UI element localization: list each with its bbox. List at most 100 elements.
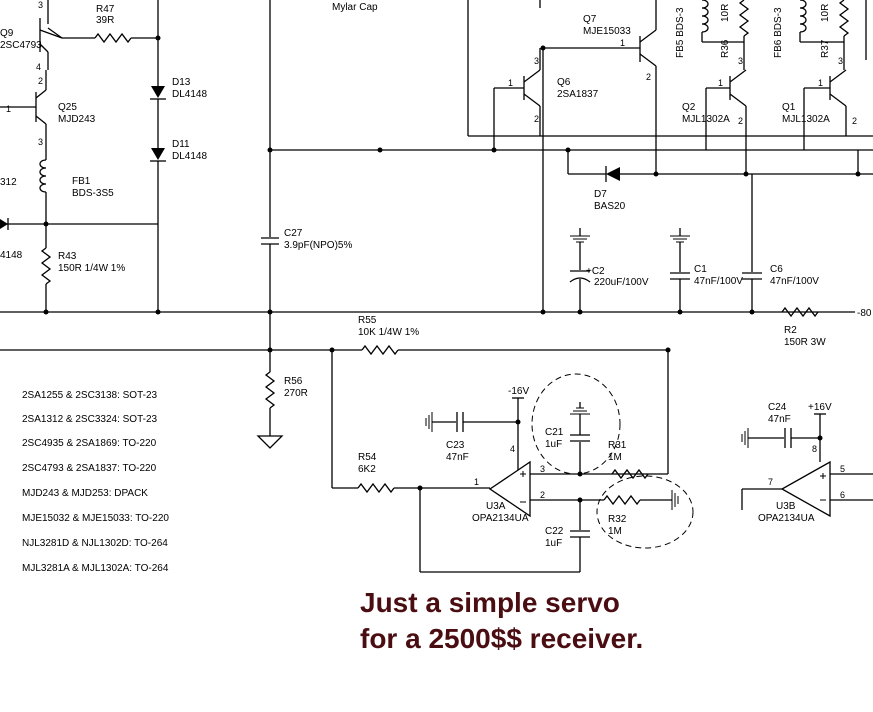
- diode-partial-left: [0, 219, 8, 229]
- inductor-fb5: [701, 0, 709, 33]
- package-note: 2SC4793 & 2SA1837: TO-220: [22, 463, 157, 474]
- d11-value: DL4148: [172, 151, 207, 162]
- fb1-ref: FB1: [72, 176, 91, 187]
- neg16v-label: -16V: [508, 386, 529, 397]
- c21-value: 1uF: [545, 439, 562, 450]
- q1-pin1: 1: [818, 78, 823, 88]
- ground-symbol-c24: [741, 428, 749, 448]
- r31-ref: R31: [608, 440, 627, 451]
- ground-symbol-c21: [570, 407, 590, 415]
- diode-d13: [150, 86, 166, 100]
- ground-symbol-r32: [671, 490, 679, 510]
- transistor-q9: [39, 0, 63, 70]
- q9-pin4: 4: [36, 62, 41, 72]
- capacitor-c2: [569, 270, 591, 283]
- r56-ref: R56: [284, 376, 303, 387]
- q2-pin3: 3: [738, 56, 743, 66]
- package-note: MJL3281A & MJL1302A: TO-264: [22, 563, 169, 574]
- capacitor-c6: [742, 272, 762, 280]
- resistor-r2: [781, 306, 819, 318]
- neg80-label: -80: [857, 308, 872, 319]
- q7-ref: Q7: [583, 14, 597, 25]
- r36-value: 10R: [720, 4, 731, 22]
- ground-symbol-c2: [570, 235, 590, 243]
- diode-d11: [150, 148, 166, 162]
- inductor-fb6: [799, 0, 807, 33]
- highlight-c21: [531, 373, 621, 475]
- diode-d7: [605, 166, 620, 182]
- c23-value: 47nF: [446, 452, 469, 463]
- left-partial-312: 312: [0, 177, 17, 188]
- r2-ref: R2: [784, 325, 797, 336]
- transistor-q6: [494, 48, 541, 136]
- q6-ref: Q6: [557, 77, 571, 88]
- capacitor-c27: [261, 237, 279, 245]
- c6-ref: C6: [770, 264, 783, 275]
- u3b-pin5: 5: [840, 464, 845, 474]
- c27-ref: C27: [284, 228, 303, 239]
- c24-value: 47nF: [768, 414, 791, 425]
- r32-ref: R32: [608, 514, 627, 525]
- u3a-value: OPA2134UA: [472, 513, 529, 524]
- q25-ref: Q25: [58, 102, 77, 113]
- u3b-pin8: 8: [812, 444, 817, 454]
- r47-value: 39R: [96, 15, 114, 26]
- resistor-r31: [611, 468, 649, 480]
- capacitor-c21: [570, 434, 590, 442]
- fb5-label: FB5 BDS-3: [675, 7, 686, 58]
- ground-symbol-r56: [256, 435, 284, 449]
- left-partial-4148: 4148: [0, 250, 23, 261]
- q1-pin3: 3: [838, 56, 843, 66]
- c27-value: 3.9pF(NPO)5%: [284, 240, 352, 251]
- u3b-value: OPA2134UA: [758, 513, 815, 524]
- u3b-ref: U3B: [776, 501, 796, 512]
- q25-pin3: 3: [38, 137, 43, 147]
- c21-ref: C21: [545, 427, 564, 438]
- q25-pin1: 1: [6, 104, 11, 114]
- package-note: MJE15032 & MJE15033: TO-220: [22, 513, 169, 524]
- mylar-cap-label: Mylar Cap: [332, 2, 378, 13]
- caption-line-2: for a 2500$$ receiver.: [360, 623, 644, 654]
- r54-value: 6K2: [358, 464, 376, 475]
- u3a-pin1: 1: [474, 477, 479, 487]
- c2-value: 220uF/100V: [594, 277, 649, 288]
- c22-value: 1uF: [545, 538, 562, 549]
- resistor-r32: [603, 494, 641, 506]
- package-note: NJL3281D & NJL1302D: TO-264: [22, 538, 168, 549]
- r43-ref: R43: [58, 251, 77, 262]
- c24-ref: C24: [768, 402, 787, 413]
- fb1-value: BDS-3S5: [72, 188, 114, 199]
- q1-pin2: 2: [852, 116, 857, 126]
- q6-pin3: 3: [534, 56, 539, 66]
- u3a-pin3: 3: [540, 464, 545, 474]
- package-note: 2SC4935 & 2SA1869: TO-220: [22, 438, 157, 449]
- resistor-r56: [264, 371, 276, 409]
- transistor-q1: [804, 69, 847, 136]
- package-note: MJD243 & MJD253: DPACK: [22, 488, 148, 499]
- u3a-pin2: 2: [540, 490, 545, 500]
- q7-value: MJE15033: [583, 26, 631, 37]
- r56-value: 270R: [284, 388, 308, 399]
- q6-pin2: 2: [534, 114, 539, 124]
- q9-ref: Q9: [0, 28, 14, 39]
- q1-ref: Q1: [782, 102, 796, 113]
- package-note: 2SA1312 & 2SC3324: SOT-23: [22, 414, 158, 425]
- pos16v-label: +16V: [808, 402, 832, 413]
- resistor-r43: [40, 247, 52, 285]
- transistor-q25: [0, 70, 47, 160]
- inductor-fb1: [39, 159, 47, 193]
- d7-ref: D7: [594, 189, 607, 200]
- d7-value: BAS20: [594, 201, 626, 212]
- c6-value: 47nF/100V: [770, 276, 819, 287]
- resistor-r47: [94, 32, 132, 44]
- q2-ref: Q2: [682, 102, 696, 113]
- q9-pin3-label: 3: [38, 0, 43, 10]
- u3a-pin4: 4: [510, 444, 515, 454]
- caption-line-1: Just a simple servo: [360, 587, 620, 618]
- q2-value: MJL1302A: [682, 114, 730, 125]
- r37-ref: R37: [820, 39, 831, 58]
- r55-ref: R55: [358, 315, 377, 326]
- r43-value: 150R 1/4W 1%: [58, 263, 125, 274]
- c1-value: 47nF/100V: [694, 276, 743, 287]
- d11-ref: D11: [172, 139, 190, 150]
